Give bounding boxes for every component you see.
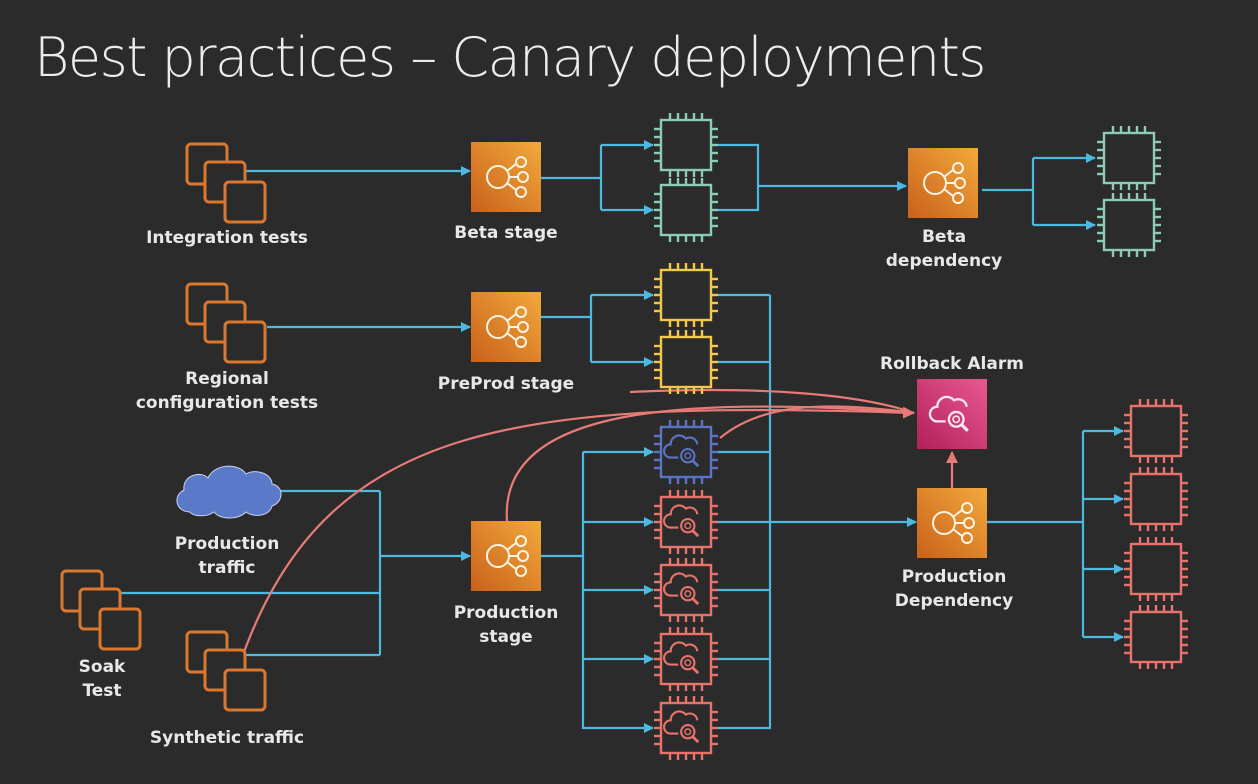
cloudwatch-icon	[928, 395, 969, 432]
flow-connector	[982, 158, 1035, 225]
flow-connector	[120, 489, 470, 657]
cloudwatch-icon	[663, 710, 700, 744]
beta-dependency-node	[908, 148, 978, 218]
preprod-host-instance	[654, 263, 718, 327]
production-host-instance	[654, 490, 718, 554]
production-host-instance	[654, 627, 718, 691]
production-stage-node	[471, 521, 541, 591]
beta-host-instance	[654, 113, 718, 177]
flow-connector	[541, 295, 593, 362]
production-host-instance	[654, 696, 718, 760]
production-dependency-host-instance	[1124, 537, 1188, 601]
synthetic-traffic-icon	[185, 630, 267, 712]
soak-test-icon	[60, 569, 142, 651]
beta-stage-label: Beta stage	[454, 223, 557, 243]
cloudwatch-icon	[663, 434, 700, 468]
cloudwatch-icon	[663, 572, 700, 606]
rollback-alarm-label: Rollback Alarm	[880, 354, 1024, 374]
production-traffic-cloud-icon	[176, 465, 282, 519]
load-balancer-icon	[486, 156, 529, 198]
canary-host-instance	[654, 420, 718, 484]
cloudwatch-icon	[663, 641, 700, 675]
flow-connector	[718, 143, 906, 212]
canary-host-to-alarm	[719, 405, 915, 439]
load-balancer-icon	[923, 162, 966, 204]
production-dependency-host-instance	[1124, 399, 1188, 463]
regional-config-tests-icon	[185, 282, 267, 364]
production-dependency-node	[917, 488, 987, 558]
flow-connectors	[120, 140, 1124, 733]
integration-tests-label: Integration tests	[146, 228, 308, 248]
flow-connector	[718, 293, 772, 729]
diagram-nodes	[60, 113, 1188, 760]
cloudwatch-icon	[663, 504, 700, 538]
integration-tests-icon	[185, 142, 267, 224]
load-balancer-icon	[486, 306, 529, 348]
slide-title: Best practices – Canary deployments	[34, 26, 986, 89]
production-dependency-host-instance	[1124, 605, 1188, 669]
load-balancer-icon	[486, 535, 529, 577]
production-host-instance	[654, 558, 718, 622]
preprod-host-instance	[654, 330, 718, 394]
load-balancer-icon	[932, 502, 975, 544]
beta-host-instance	[654, 178, 718, 242]
beta-stage-node	[471, 142, 541, 212]
beta-dependency-host-instance	[1097, 193, 1161, 257]
preprod-stage-node	[471, 292, 541, 362]
flow-connector	[541, 452, 585, 729]
preprod-stage-label: PreProd stage	[438, 374, 574, 394]
flow-connector	[987, 431, 1085, 637]
rollback-alarm-node	[917, 379, 987, 449]
production-dependency-host-instance	[1124, 467, 1188, 531]
flow-connector	[541, 145, 603, 210]
synthetic-traffic-label: Synthetic traffic	[150, 728, 304, 748]
synthetic-traffic-to-alarm	[242, 406, 915, 653]
beta-dependency-host-instance	[1097, 126, 1161, 190]
